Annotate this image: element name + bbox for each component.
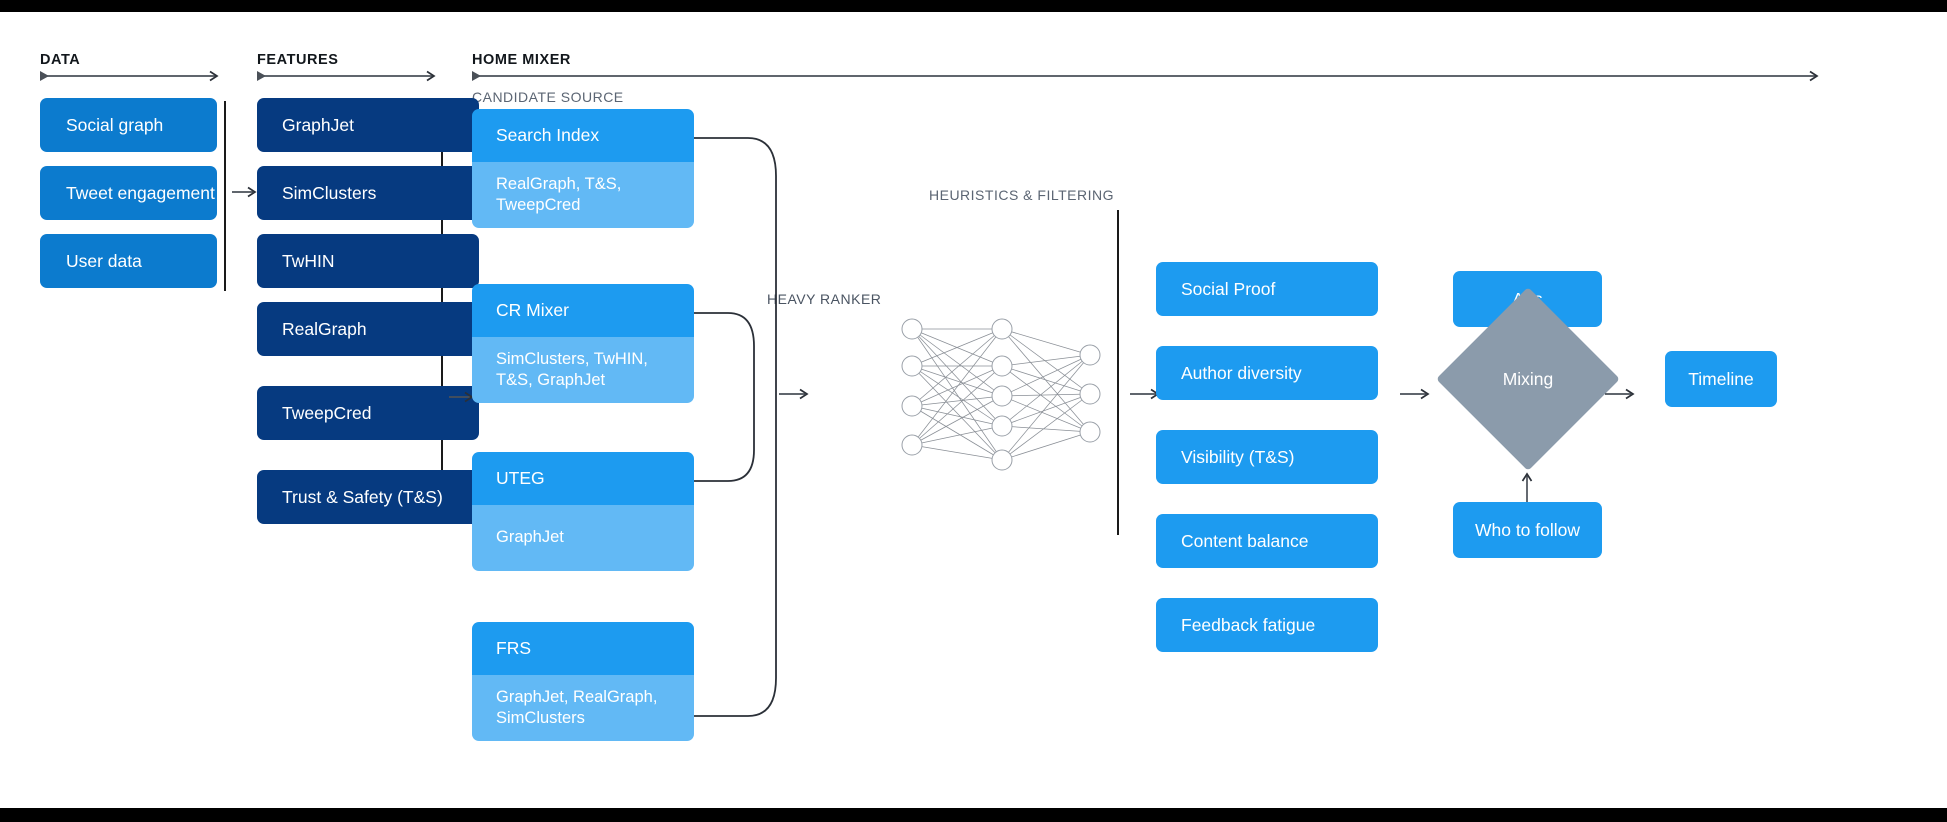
output-box-label: Timeline [1688, 368, 1754, 389]
candidate-source-title: CR Mixer [472, 284, 694, 337]
data-box-tweet-engagement[interactable]: Tweet engagement [40, 166, 217, 220]
arrow-candidates-to-ranker [779, 388, 809, 400]
heuristic-box-label: Content balance [1181, 530, 1309, 551]
divider-data-features [224, 101, 226, 291]
divider-features-candidates [441, 101, 443, 496]
feature-box-realgraph[interactable]: RealGraph [257, 302, 479, 356]
candidate-source-uteg[interactable]: UTEG GraphJet [472, 452, 694, 571]
diagram-canvas: DATA FEATURES HOME MIXER CANDIDATE SOURC… [0, 12, 1947, 808]
feature-box-label: TwHIN [282, 250, 335, 271]
feature-box-trust-safety[interactable]: Trust & Safety (T&S) [257, 470, 479, 524]
heuristic-box-feedback-fatigue[interactable]: Feedback fatigue [1156, 598, 1378, 652]
home-mixer-header-arrow [472, 70, 1819, 82]
candidate-source-features: GraphJet, RealGraph, SimClusters [472, 675, 694, 741]
sublabel-heavy-ranker: HEAVY RANKER [767, 291, 882, 307]
feature-box-label: GraphJet [282, 114, 354, 135]
divider-heuristics-output [1117, 210, 1119, 535]
candidate-source-title: UTEG [472, 452, 694, 505]
bottom-letterbox-bar [0, 808, 1947, 822]
section-header-features: FEATURES [257, 52, 339, 68]
feature-box-twhin[interactable]: TwHIN [257, 234, 479, 288]
arrow-who-to-follow-to-mixing [1521, 472, 1533, 506]
output-box-who-to-follow[interactable]: Who to follow [1453, 502, 1602, 558]
candidate-source-features: GraphJet [472, 505, 694, 571]
candidate-source-title: Search Index [472, 109, 694, 162]
sublabel-heuristics: HEURISTICS & FILTERING [929, 187, 1114, 203]
data-header-arrow [40, 70, 219, 82]
heuristic-box-label: Social Proof [1181, 278, 1276, 299]
data-box-label: Tweet engagement [66, 182, 215, 203]
section-header-home-mixer: HOME MIXER [472, 52, 571, 68]
data-box-label: Social graph [66, 114, 164, 135]
data-box-label: User data [66, 250, 142, 271]
top-letterbox-bar [0, 0, 1947, 12]
candidate-source-search-index[interactable]: Search Index RealGraph, T&S, TweepCred [472, 109, 694, 228]
heuristic-box-label: Feedback fatigue [1181, 614, 1316, 635]
feature-box-label: SimClusters [282, 182, 377, 203]
candidate-merge-connector [694, 137, 777, 717]
heuristic-box-label: Visibility (T&S) [1181, 446, 1295, 467]
sublabel-candidate-source: CANDIDATE SOURCE [472, 89, 624, 105]
heuristic-box-social-proof[interactable]: Social Proof [1156, 262, 1378, 316]
candidate-source-features: RealGraph, T&S, TweepCred [472, 162, 694, 228]
arrow-data-to-features [232, 186, 257, 198]
feature-box-tweepcred[interactable]: TweepCred [257, 386, 479, 440]
heuristic-box-visibility[interactable]: Visibility (T&S) [1156, 430, 1378, 484]
arrow-mixing-to-timeline [1605, 388, 1635, 400]
feature-box-label: RealGraph [282, 318, 367, 339]
heuristic-box-content-balance[interactable]: Content balance [1156, 514, 1378, 568]
candidate-source-frs[interactable]: FRS GraphJet, RealGraph, SimClusters [472, 622, 694, 741]
heuristic-box-label: Author diversity [1181, 362, 1302, 383]
output-box-timeline[interactable]: Timeline [1665, 351, 1777, 407]
candidate-source-features: SimClusters, TwHIN, T&S, GraphJet [472, 337, 694, 403]
data-box-user-data[interactable]: User data [40, 234, 217, 288]
arrow-heuristics-to-mixing [1400, 388, 1430, 400]
feature-box-simclusters[interactable]: SimClusters [257, 166, 479, 220]
feature-box-graphjet[interactable]: GraphJet [257, 98, 479, 152]
section-header-data: DATA [40, 52, 81, 68]
mixing-label: Mixing [1502, 368, 1554, 389]
feature-box-label: Trust & Safety (T&S) [282, 486, 443, 507]
candidate-source-cr-mixer[interactable]: CR Mixer SimClusters, TwHIN, T&S, GraphJ… [472, 284, 694, 403]
feature-box-label: TweepCred [282, 402, 372, 423]
data-box-social-graph[interactable]: Social graph [40, 98, 217, 152]
heuristic-box-author-diversity[interactable]: Author diversity [1156, 346, 1378, 400]
features-header-arrow [257, 70, 436, 82]
output-box-label: Who to follow [1474, 519, 1581, 540]
heavy-ranker-neural-network [901, 318, 1101, 471]
candidate-source-title: FRS [472, 622, 694, 675]
